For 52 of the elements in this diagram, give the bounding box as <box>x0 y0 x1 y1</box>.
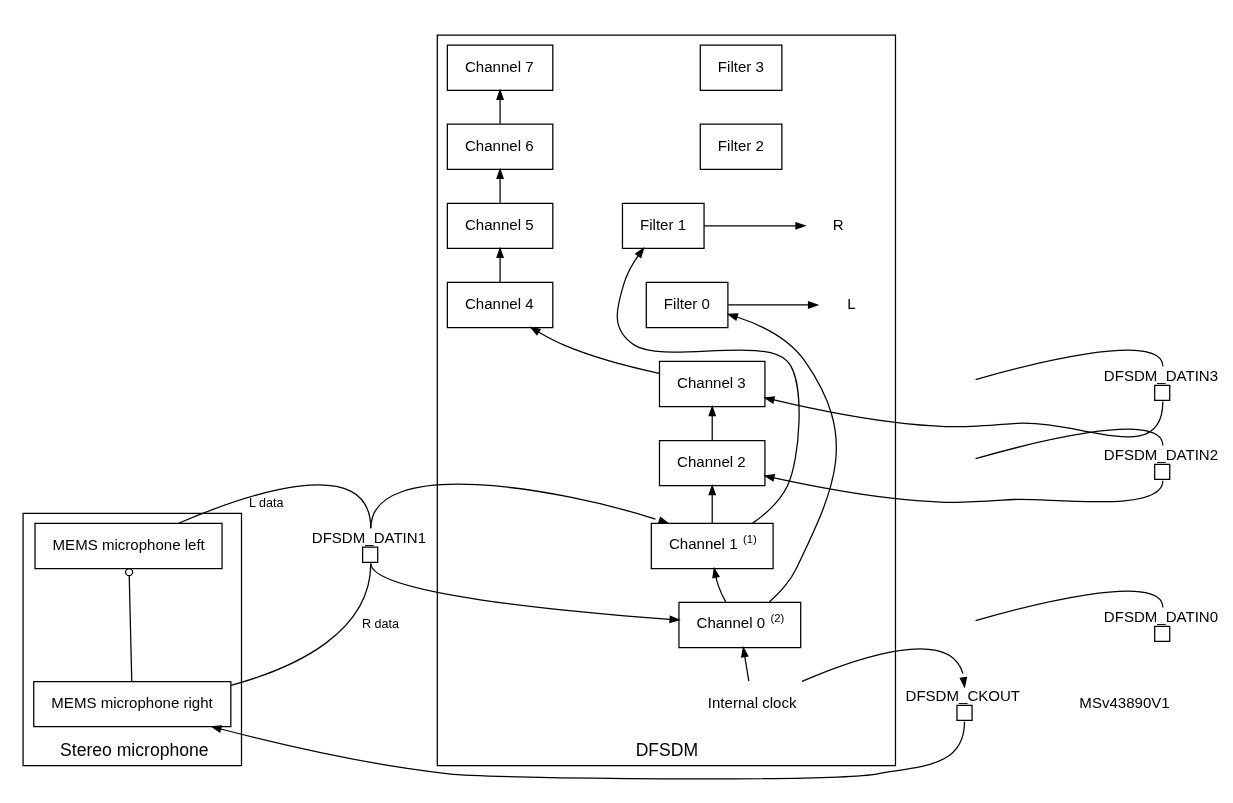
node-box: Channel 6 <box>446 123 554 170</box>
node-box: Channel 5 <box>446 202 554 249</box>
node-box: Channel 1 $^{(1)}$ <box>650 522 774 569</box>
connector <box>125 567 134 682</box>
node-box: Channel 2 <box>658 439 766 486</box>
edge-label: L data <box>249 495 284 510</box>
node-box <box>956 704 973 721</box>
arrow <box>712 566 727 603</box>
node-box: MEMS microphone right <box>33 680 232 727</box>
node-box: Channel 0 $^{(2)}$ <box>678 601 802 648</box>
arrow <box>496 167 505 203</box>
node-box <box>1154 625 1171 642</box>
label: MSv43890V1 <box>1079 693 1170 711</box>
node-box: Filter 3 <box>699 43 783 91</box>
arrow <box>740 645 750 682</box>
node-text: Internal clock <box>707 693 797 711</box>
arrow <box>370 562 681 623</box>
arrow <box>763 473 1164 503</box>
connector <box>975 428 1164 459</box>
node-box: Filter 2 <box>699 123 783 170</box>
arrow <box>708 404 717 441</box>
node-label: DFSDM_DATIN2 <box>1103 445 1219 463</box>
arrow <box>210 720 966 779</box>
arrow <box>370 483 670 529</box>
node-box: MEMS microphone left <box>34 522 223 569</box>
edge-label: R data <box>362 616 399 631</box>
arrow <box>496 246 505 283</box>
node-box <box>362 546 379 563</box>
node-label: DFSDM_CKOUT <box>905 686 1021 704</box>
arrow <box>703 221 807 230</box>
node-text: R <box>832 215 844 233</box>
node-text: L <box>847 294 856 312</box>
node-box: Filter 0 <box>645 281 729 328</box>
node-box <box>1154 384 1171 401</box>
node-box: Channel 4 <box>446 281 554 328</box>
node-label: DFSDM_DATIN1 <box>311 528 427 546</box>
arrow <box>616 246 800 524</box>
arrow <box>727 300 820 309</box>
arrow <box>726 312 837 603</box>
arrow <box>801 647 968 688</box>
arrow <box>763 395 1164 438</box>
arrow <box>708 483 717 524</box>
node-box: Channel 7 <box>446 43 554 91</box>
node-box: Channel 3 <box>658 360 766 407</box>
node-box: Filter 1 <box>621 202 705 249</box>
arrow <box>529 326 660 374</box>
connector <box>975 590 1164 621</box>
node-label: DFSDM_DATIN0 <box>1103 607 1219 625</box>
node-label: DFSDM_DATIN3 <box>1103 366 1219 384</box>
connector <box>975 349 1164 380</box>
arrow <box>496 88 505 124</box>
node-box <box>1154 463 1171 480</box>
